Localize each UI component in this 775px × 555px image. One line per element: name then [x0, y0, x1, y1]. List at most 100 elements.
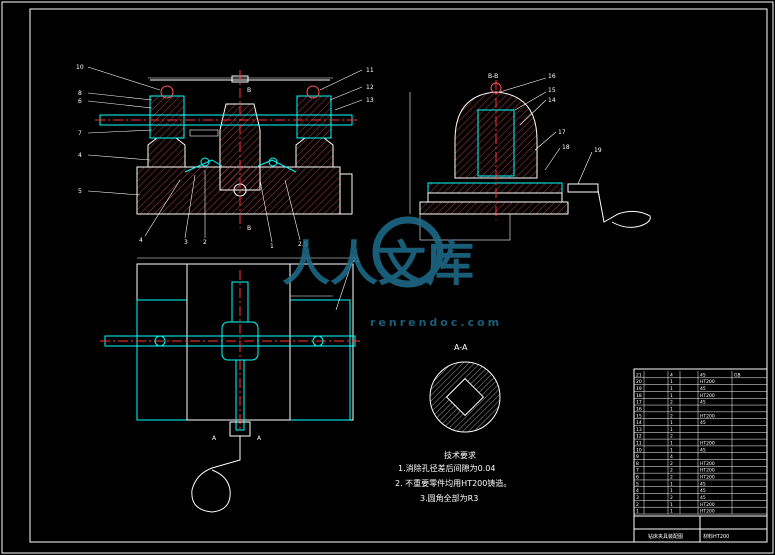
bom-qty: 4 — [670, 372, 673, 378]
top-crank-handle — [191, 436, 241, 513]
side-base — [419, 201, 569, 215]
section-mark-b-top: B — [247, 87, 251, 94]
bom-no: 21 — [636, 372, 642, 378]
balloon-6: 6 — [78, 98, 82, 105]
notes-heading: 技术要求 — [444, 450, 476, 460]
base-step — [339, 173, 353, 215]
bom-qty: 1 — [670, 393, 673, 399]
bom-qty: 1 — [670, 441, 673, 447]
balloon-bottom-1: 1 — [270, 243, 274, 250]
bom-material: 45 — [700, 447, 706, 453]
balloon-21: 21 — [352, 257, 360, 264]
bom-no: 1 — [636, 509, 639, 515]
side-section-label: B-B — [488, 73, 498, 80]
balloon-18: 18 — [562, 144, 570, 151]
bom-qty: 1 — [670, 447, 673, 453]
watermark: 人人文库 renrendoc.com — [282, 216, 499, 329]
bom-qty: 2 — [670, 434, 673, 440]
front-view: 10 8 6 7 4 5 11 12 13 4 3 2 1 2.5 — [76, 64, 374, 250]
left-knob — [160, 85, 174, 99]
left-clamp-block — [149, 95, 185, 139]
bom-no: 2 — [636, 502, 639, 508]
bom-qty: 1 — [670, 481, 673, 487]
balloon-bottom-3: 3 — [184, 239, 188, 246]
bom-qty: 1 — [670, 509, 673, 515]
shaft-dimension-box — [189, 129, 219, 137]
top-slot — [231, 281, 249, 323]
section-a-a-key — [445, 377, 485, 417]
front-balloons-left: 10 8 6 7 4 5 — [76, 64, 161, 196]
balloon-bottom-2: 2 — [203, 239, 207, 246]
bom-material: 45 — [700, 372, 706, 378]
inner-frame — [29, 8, 768, 543]
balloon-4: 4 — [78, 152, 82, 159]
side-dimension-frame — [419, 213, 511, 241]
bom-material: 45 — [700, 420, 706, 426]
watermark-logo-ring — [372, 216, 444, 288]
bom-qty: 4 — [670, 454, 673, 460]
bom-material: HT200 — [700, 502, 715, 508]
bom-material: 45 — [700, 386, 706, 392]
bom-qty: 2 — [670, 461, 673, 467]
left-pivot — [200, 157, 210, 167]
section-mark-b-bottom: B — [247, 225, 251, 232]
right-pivot — [268, 157, 278, 167]
right-support — [295, 137, 334, 168]
side-plate — [427, 192, 563, 203]
left-support — [147, 137, 186, 168]
bom-qty: 1 — [670, 386, 673, 392]
bom-no: 5 — [636, 481, 639, 487]
left-cam-lever — [184, 159, 223, 173]
bom-no: 9 — [636, 454, 639, 460]
side-shaft-end — [567, 183, 599, 193]
bom-material: HT200 — [700, 475, 715, 481]
bom-no: 10 — [636, 447, 642, 453]
balloon-7: 7 — [78, 130, 82, 137]
balloon-10: 10 — [76, 64, 84, 71]
bom-material: 45 — [700, 400, 706, 406]
section-mark-a-left: A — [212, 435, 217, 442]
balloon-16: 16 — [548, 73, 556, 80]
bom-no: 18 — [636, 393, 642, 399]
bom-qty: 1 — [670, 420, 673, 426]
bom-no: 11 — [636, 441, 642, 447]
bom-no: 4 — [636, 488, 639, 494]
watermark-logo-text: 人人文库 — [282, 236, 474, 292]
top-center-body — [186, 263, 291, 421]
bom-material: 45 — [700, 488, 706, 494]
side-crank-handle — [597, 189, 651, 228]
bom-qty: 1 — [670, 379, 673, 385]
bom-no: 19 — [636, 386, 642, 392]
bom-note: GB — [734, 372, 741, 378]
balloon-8: 8 — [78, 90, 82, 97]
bom-material: HT200 — [700, 393, 715, 399]
note-line-3: 3.圆角全部为R3 — [420, 493, 478, 503]
front-balloons-bottom: 4 3 2 1 2.5 — [139, 170, 308, 250]
top-view: 21 A A — [100, 257, 360, 513]
title-block-name: 钻床夹具装配图 — [648, 533, 683, 540]
bom-no: 7 — [636, 468, 639, 474]
balloon-15: 15 — [548, 87, 556, 94]
bom-material: HT200 — [700, 509, 715, 515]
technical-notes: 技术要求 1.消除孔径差后间隙为0.04 2. 不重要零件均用HT200铸造。 … — [395, 450, 511, 503]
bom-no: 6 — [636, 475, 639, 481]
balloon-13: 13 — [366, 97, 374, 104]
top-left-bolt — [154, 335, 166, 347]
right-knob — [306, 85, 320, 99]
bom-no: 20 — [636, 379, 642, 385]
balloon-bottom-25: 2.5 — [298, 241, 308, 248]
balloon-17: 17 — [558, 129, 566, 136]
side-top-knob — [490, 82, 502, 94]
bom-qty: 1 — [670, 427, 673, 433]
right-clamp-block — [296, 95, 332, 139]
note-line-2: 2. 不重要零件均用HT200铸造。 — [395, 478, 511, 488]
side-balloons: 16 15 14 17 18 19 — [499, 73, 602, 185]
balloon-bottom-4: 4 — [139, 237, 143, 244]
bom-no: 12 — [636, 434, 642, 440]
bom-qty: 1 — [670, 502, 673, 508]
bom-no: 13 — [636, 427, 642, 433]
top-lever-rod — [235, 359, 245, 431]
bom-no: 3 — [636, 495, 639, 501]
